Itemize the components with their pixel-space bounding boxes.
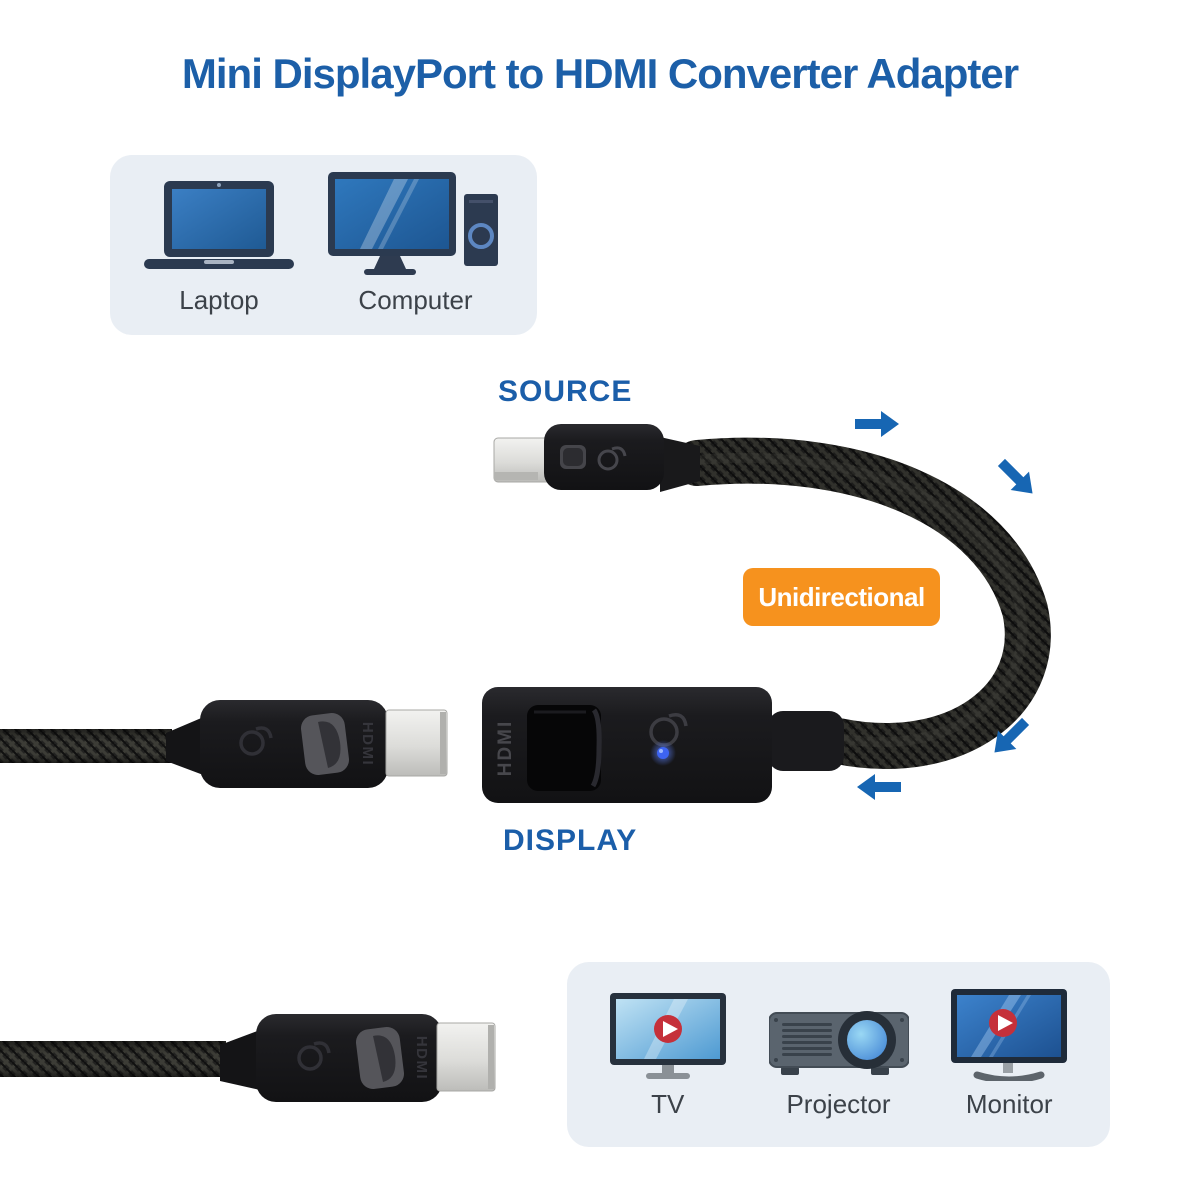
hdmi-adapter-body: HDMI <box>482 687 844 803</box>
device-laptop: Laptop <box>144 175 294 316</box>
hdmi-plug-marking: HDMI <box>359 722 376 766</box>
device-label: Laptop <box>179 284 259 315</box>
display-devices-panel: TV <box>567 962 1110 1147</box>
flow-arrow-down-left <box>994 717 1030 753</box>
monitor-icon <box>951 989 1068 1081</box>
source-devices-panel: Laptop <box>110 155 537 335</box>
device-monitor: Monitor <box>951 989 1068 1120</box>
device-projector: Projector <box>768 989 909 1120</box>
laptop-icon <box>144 175 294 277</box>
hdmi-cable-plug-bottom-left: HDMI <box>0 1014 496 1102</box>
device-label: Computer <box>358 284 473 315</box>
brand-logo-icon <box>239 726 273 756</box>
flow-arrow-down-right <box>997 458 1033 494</box>
brand-logo-icon <box>597 446 627 471</box>
flow-arrow-right <box>855 411 899 437</box>
flow-arrow-left <box>857 774 901 800</box>
source-label: SOURCE <box>498 375 633 408</box>
hdmi-cable-plug-top-left: HDMI <box>0 700 448 788</box>
device-label: TV <box>651 1089 685 1119</box>
tv-icon <box>609 989 726 1081</box>
projector-icon <box>768 989 909 1081</box>
mini-displayport-connector <box>493 424 700 492</box>
page-title: Mini DisplayPort to HDMI Converter Adapt… <box>181 50 1019 97</box>
display-label: DISPLAY <box>503 824 638 857</box>
device-computer: Computer <box>328 171 503 316</box>
desktop-computer-icon <box>328 171 503 277</box>
device-tv: TV <box>609 989 726 1120</box>
hdmi-plug-marking: HDMI <box>413 1036 430 1080</box>
device-label: Projector <box>786 1089 891 1119</box>
device-label: Monitor <box>965 1089 1053 1119</box>
braided-cable-arc <box>674 437 1051 769</box>
unidirectional-badge: Unidirectional <box>743 568 940 626</box>
adapter-port-marking: HDMI <box>495 720 516 777</box>
brand-logo-icon <box>297 1041 331 1071</box>
